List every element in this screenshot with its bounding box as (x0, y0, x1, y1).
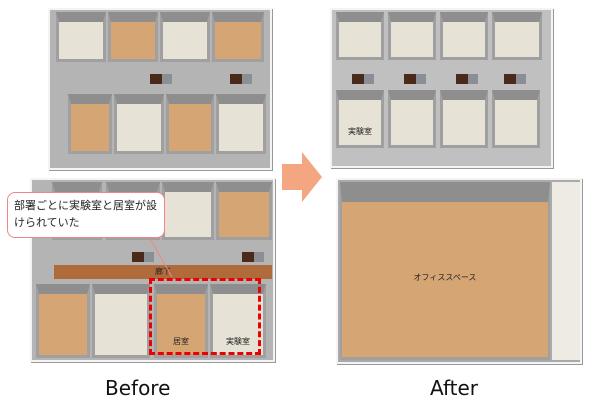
room (56, 12, 106, 62)
door (150, 74, 172, 84)
office-space: オフィススペース (340, 182, 550, 360)
before-top-floorplan (48, 8, 272, 170)
wall (552, 182, 580, 360)
room (36, 284, 90, 358)
room (108, 12, 158, 62)
lab-room-label: 実験室 (226, 337, 250, 346)
room (492, 12, 542, 60)
room (160, 12, 210, 62)
after-top-floorplan: 実験室 (330, 8, 553, 168)
room (388, 12, 436, 60)
lab-room: 実験室 (210, 284, 266, 358)
room (216, 94, 266, 154)
room (216, 182, 272, 240)
room (114, 94, 164, 154)
room (212, 12, 264, 62)
room (166, 94, 214, 154)
corridor-label: 廊下 (155, 267, 171, 276)
room (336, 12, 384, 60)
door (456, 74, 478, 84)
door (242, 252, 264, 262)
office-space-label: オフィススペース (413, 273, 477, 282)
after-title: After (430, 376, 479, 400)
door (230, 74, 252, 84)
door (404, 74, 426, 84)
room (440, 90, 488, 148)
room (92, 284, 150, 358)
room (162, 182, 214, 240)
callout-bubble: 部署ごとに実験室と居室が設けられていた (7, 192, 165, 238)
door (504, 74, 526, 84)
lab-room-label: 実験室 (348, 127, 372, 136)
office-room: 居室 (154, 284, 208, 358)
room (440, 12, 488, 60)
highlight-dashed-box (149, 278, 261, 355)
room (388, 90, 436, 148)
callout-pointer (147, 234, 173, 278)
door (132, 252, 154, 262)
before-title: Before (105, 376, 171, 400)
room (68, 94, 112, 154)
office-room-label: 居室 (173, 337, 189, 346)
room (492, 90, 540, 148)
door (352, 74, 374, 84)
right-arrow-icon (282, 152, 322, 202)
corridor: 廊下 (54, 265, 272, 279)
after-bottom-floorplan: オフィススペース (336, 178, 582, 364)
lab-room: 実験室 (336, 90, 384, 148)
